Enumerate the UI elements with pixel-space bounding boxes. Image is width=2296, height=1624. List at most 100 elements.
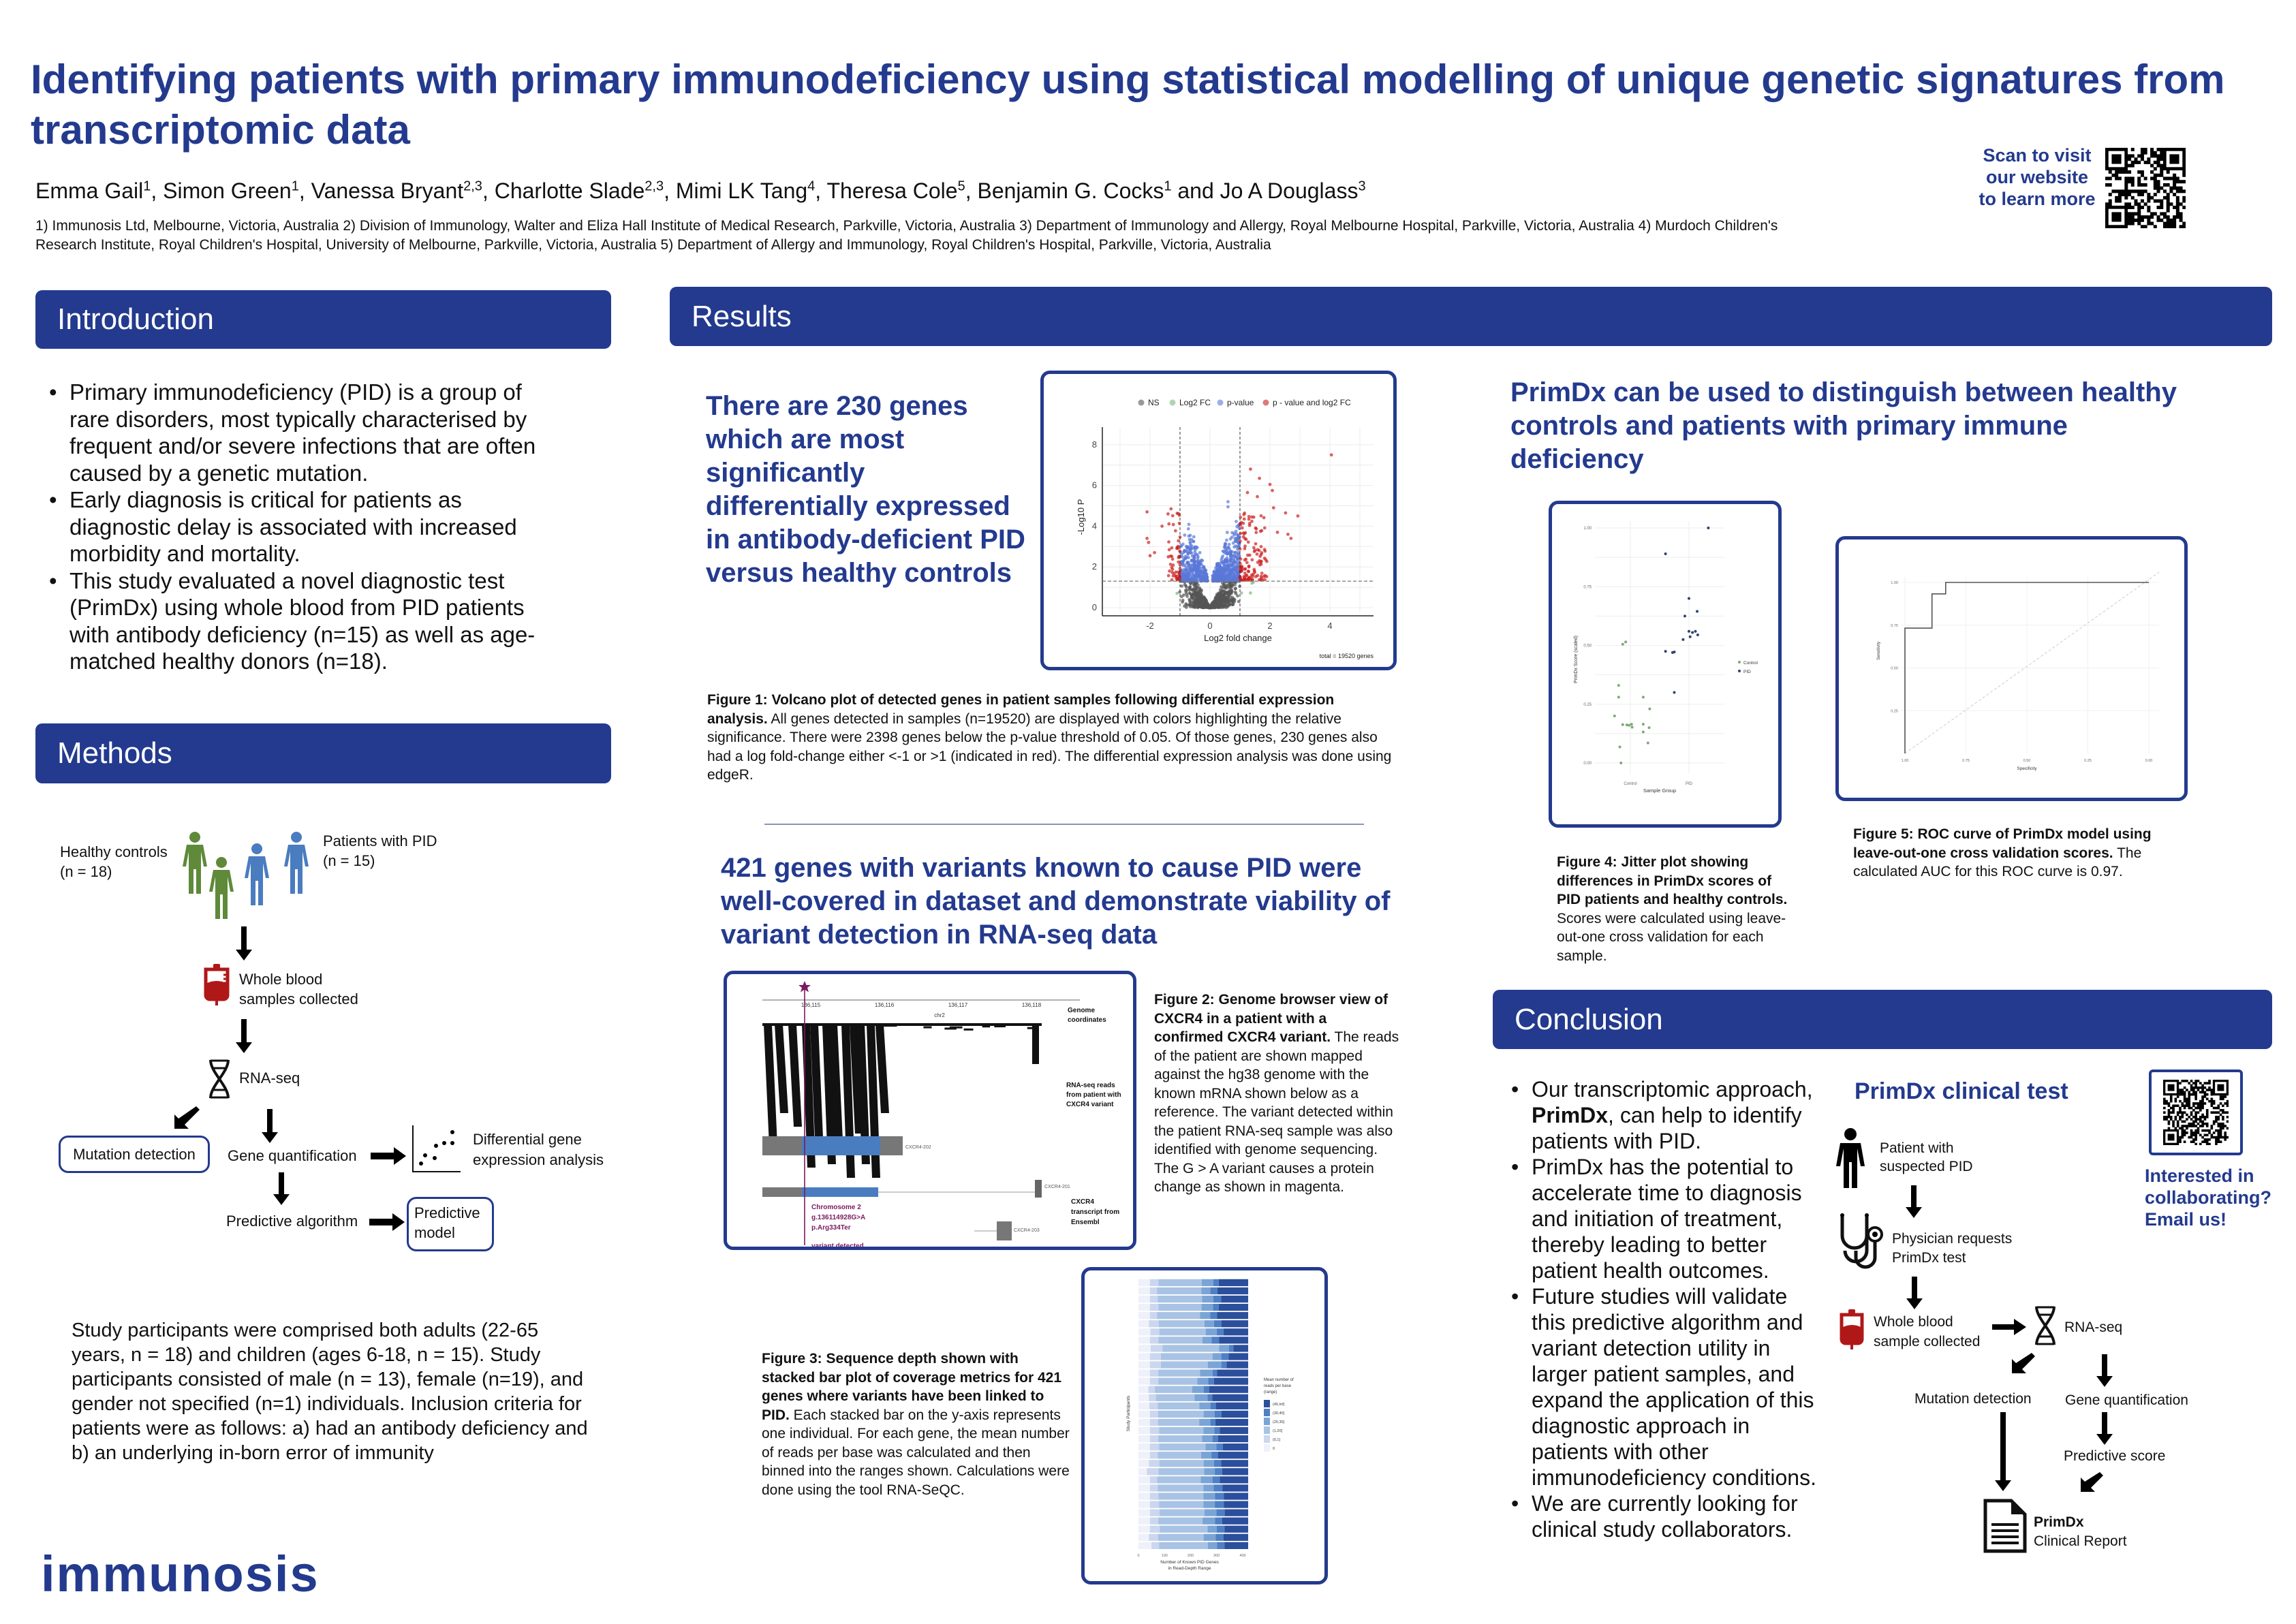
author-list: Emma Gail1, Simon Green1, Vanessa Bryant… [35, 178, 1366, 203]
bar-segment-(40,Inf] [1224, 1328, 1249, 1336]
point-significant [1242, 574, 1246, 578]
qr-module [2190, 1131, 2193, 1134]
qr-module [2166, 196, 2170, 200]
bar-segment-(1,20] [1158, 1410, 1204, 1418]
qr-module [2186, 1118, 2188, 1121]
qr-module [2130, 218, 2135, 222]
point-highlight [1289, 536, 1293, 540]
finding-differential-genes: There are 230 genes which are most signi… [706, 391, 1025, 588]
qr-module [2217, 1118, 2220, 1121]
qr-module [2199, 1104, 2202, 1108]
bar-segment-(30,40] [1208, 1377, 1214, 1385]
qr-module [2192, 1134, 2195, 1137]
qr-module [2175, 205, 2179, 209]
qr-module [2147, 160, 2151, 164]
point-significant [1243, 571, 1247, 575]
email-qr-frame[interactable] [2149, 1069, 2243, 1155]
qr-module [2210, 1136, 2214, 1139]
x-tick-label: 0.25 [2084, 759, 2092, 763]
point-significant [1260, 572, 1264, 575]
point-pvalue [1234, 570, 1238, 574]
email-qr-code-icon[interactable] [2163, 1080, 2229, 1145]
bar-segment-(30,40] [1215, 1501, 1224, 1508]
point-significant [1265, 575, 1269, 578]
bar-segment-(20,30] [1207, 1525, 1217, 1533]
bar-segment-(30,40] [1216, 1509, 1225, 1516]
bar-segment-(20,30] [1200, 1476, 1213, 1484]
physician-requests-label-1: Physician requests [1892, 1231, 2013, 1247]
point-highlight [1226, 505, 1230, 509]
point-control [1624, 640, 1628, 644]
point-pvalue [1230, 555, 1234, 559]
bar-segment-0 [1138, 1287, 1150, 1295]
qr-module [2156, 163, 2160, 168]
bar-segment-(0,1] [1149, 1443, 1160, 1451]
point-ns [1185, 603, 1189, 607]
conclusion-bullet: We are currently looking for clinical st… [1511, 1490, 1825, 1542]
qr-module [2224, 1095, 2227, 1098]
qr-module [2179, 1082, 2182, 1084]
point-significant [1170, 578, 1174, 582]
point-significant [1260, 551, 1264, 555]
author-name: Mimi LK Tang [675, 178, 808, 203]
bar-segment-0 [1138, 1517, 1150, 1525]
point-significant [1257, 548, 1261, 552]
point-pvalue [1225, 558, 1229, 562]
qr-module [2194, 1115, 2197, 1119]
qr-module [2156, 157, 2160, 161]
point-significant [1243, 511, 1247, 515]
point-ns [1230, 582, 1234, 587]
qr-module [2117, 199, 2122, 203]
point-pid [1696, 610, 1699, 613]
bar-segment-(1,20] [1158, 1493, 1204, 1500]
qr-module [2160, 154, 2164, 158]
qr-module [2205, 1089, 2209, 1091]
bar-segment-0 [1138, 1493, 1150, 1500]
qr-module [2169, 1111, 2173, 1114]
bar-segment-(1,20] [1155, 1386, 1192, 1393]
arrow-down-icon [2096, 1354, 2113, 1387]
qr-module [2181, 1091, 2184, 1094]
qr-module [2128, 193, 2132, 197]
bar-segment-0 [1138, 1435, 1150, 1443]
point-ns [1231, 602, 1235, 606]
website-qr-code-icon[interactable] [2105, 148, 2186, 228]
legend-marker-ns [1138, 399, 1145, 406]
qr-module [2163, 1097, 2166, 1101]
qr-module [2201, 1136, 2204, 1139]
point-pvalue [1233, 550, 1237, 555]
bar-segment-(30,40] [1228, 1345, 1234, 1352]
bar-segment-(20,30] [1203, 1533, 1216, 1541]
point-ns [1194, 606, 1197, 609]
author-name: Jo A Douglass [1220, 178, 1359, 203]
bar-segment-(1,20] [1158, 1402, 1200, 1409]
arrow-down-icon [236, 1019, 252, 1053]
bar-segment-(1,20] [1159, 1509, 1205, 1516]
qr-module [2166, 202, 2170, 206]
point-control [1641, 730, 1645, 734]
point-significant [1254, 531, 1258, 535]
author-name: Vanessa Bryant [311, 178, 464, 203]
point-significant [1254, 526, 1258, 530]
qr-module [2134, 160, 2138, 164]
collaborate-call-to-action[interactable]: Interested in collaborating? Email us! [2145, 1166, 2272, 1230]
bar-segment-(30,40] [1215, 1468, 1222, 1475]
qr-module [2181, 1111, 2184, 1114]
qr-module [2194, 1111, 2197, 1114]
conclusion-header: Conclusion [1493, 990, 2272, 1049]
qr-module [2201, 1102, 2204, 1105]
qr-module [2192, 1104, 2195, 1108]
qr-module [2182, 170, 2186, 174]
point-pvalue [1215, 564, 1220, 568]
qr-module [2208, 1138, 2211, 1141]
qr-module [2208, 1080, 2211, 1082]
point-ns [1226, 593, 1230, 597]
qr-module [2222, 1095, 2224, 1098]
figure2-caption-title: Figure 2: Genome browser view of CXCR4 i… [1154, 992, 1389, 1045]
rnaseq-reads-label: RNA-seq reads [1066, 1082, 1115, 1089]
qr-module [2194, 1142, 2197, 1145]
predictive-model-label-2: model [414, 1224, 455, 1241]
point-pid [1688, 635, 1692, 638]
qr-module [2153, 193, 2157, 197]
